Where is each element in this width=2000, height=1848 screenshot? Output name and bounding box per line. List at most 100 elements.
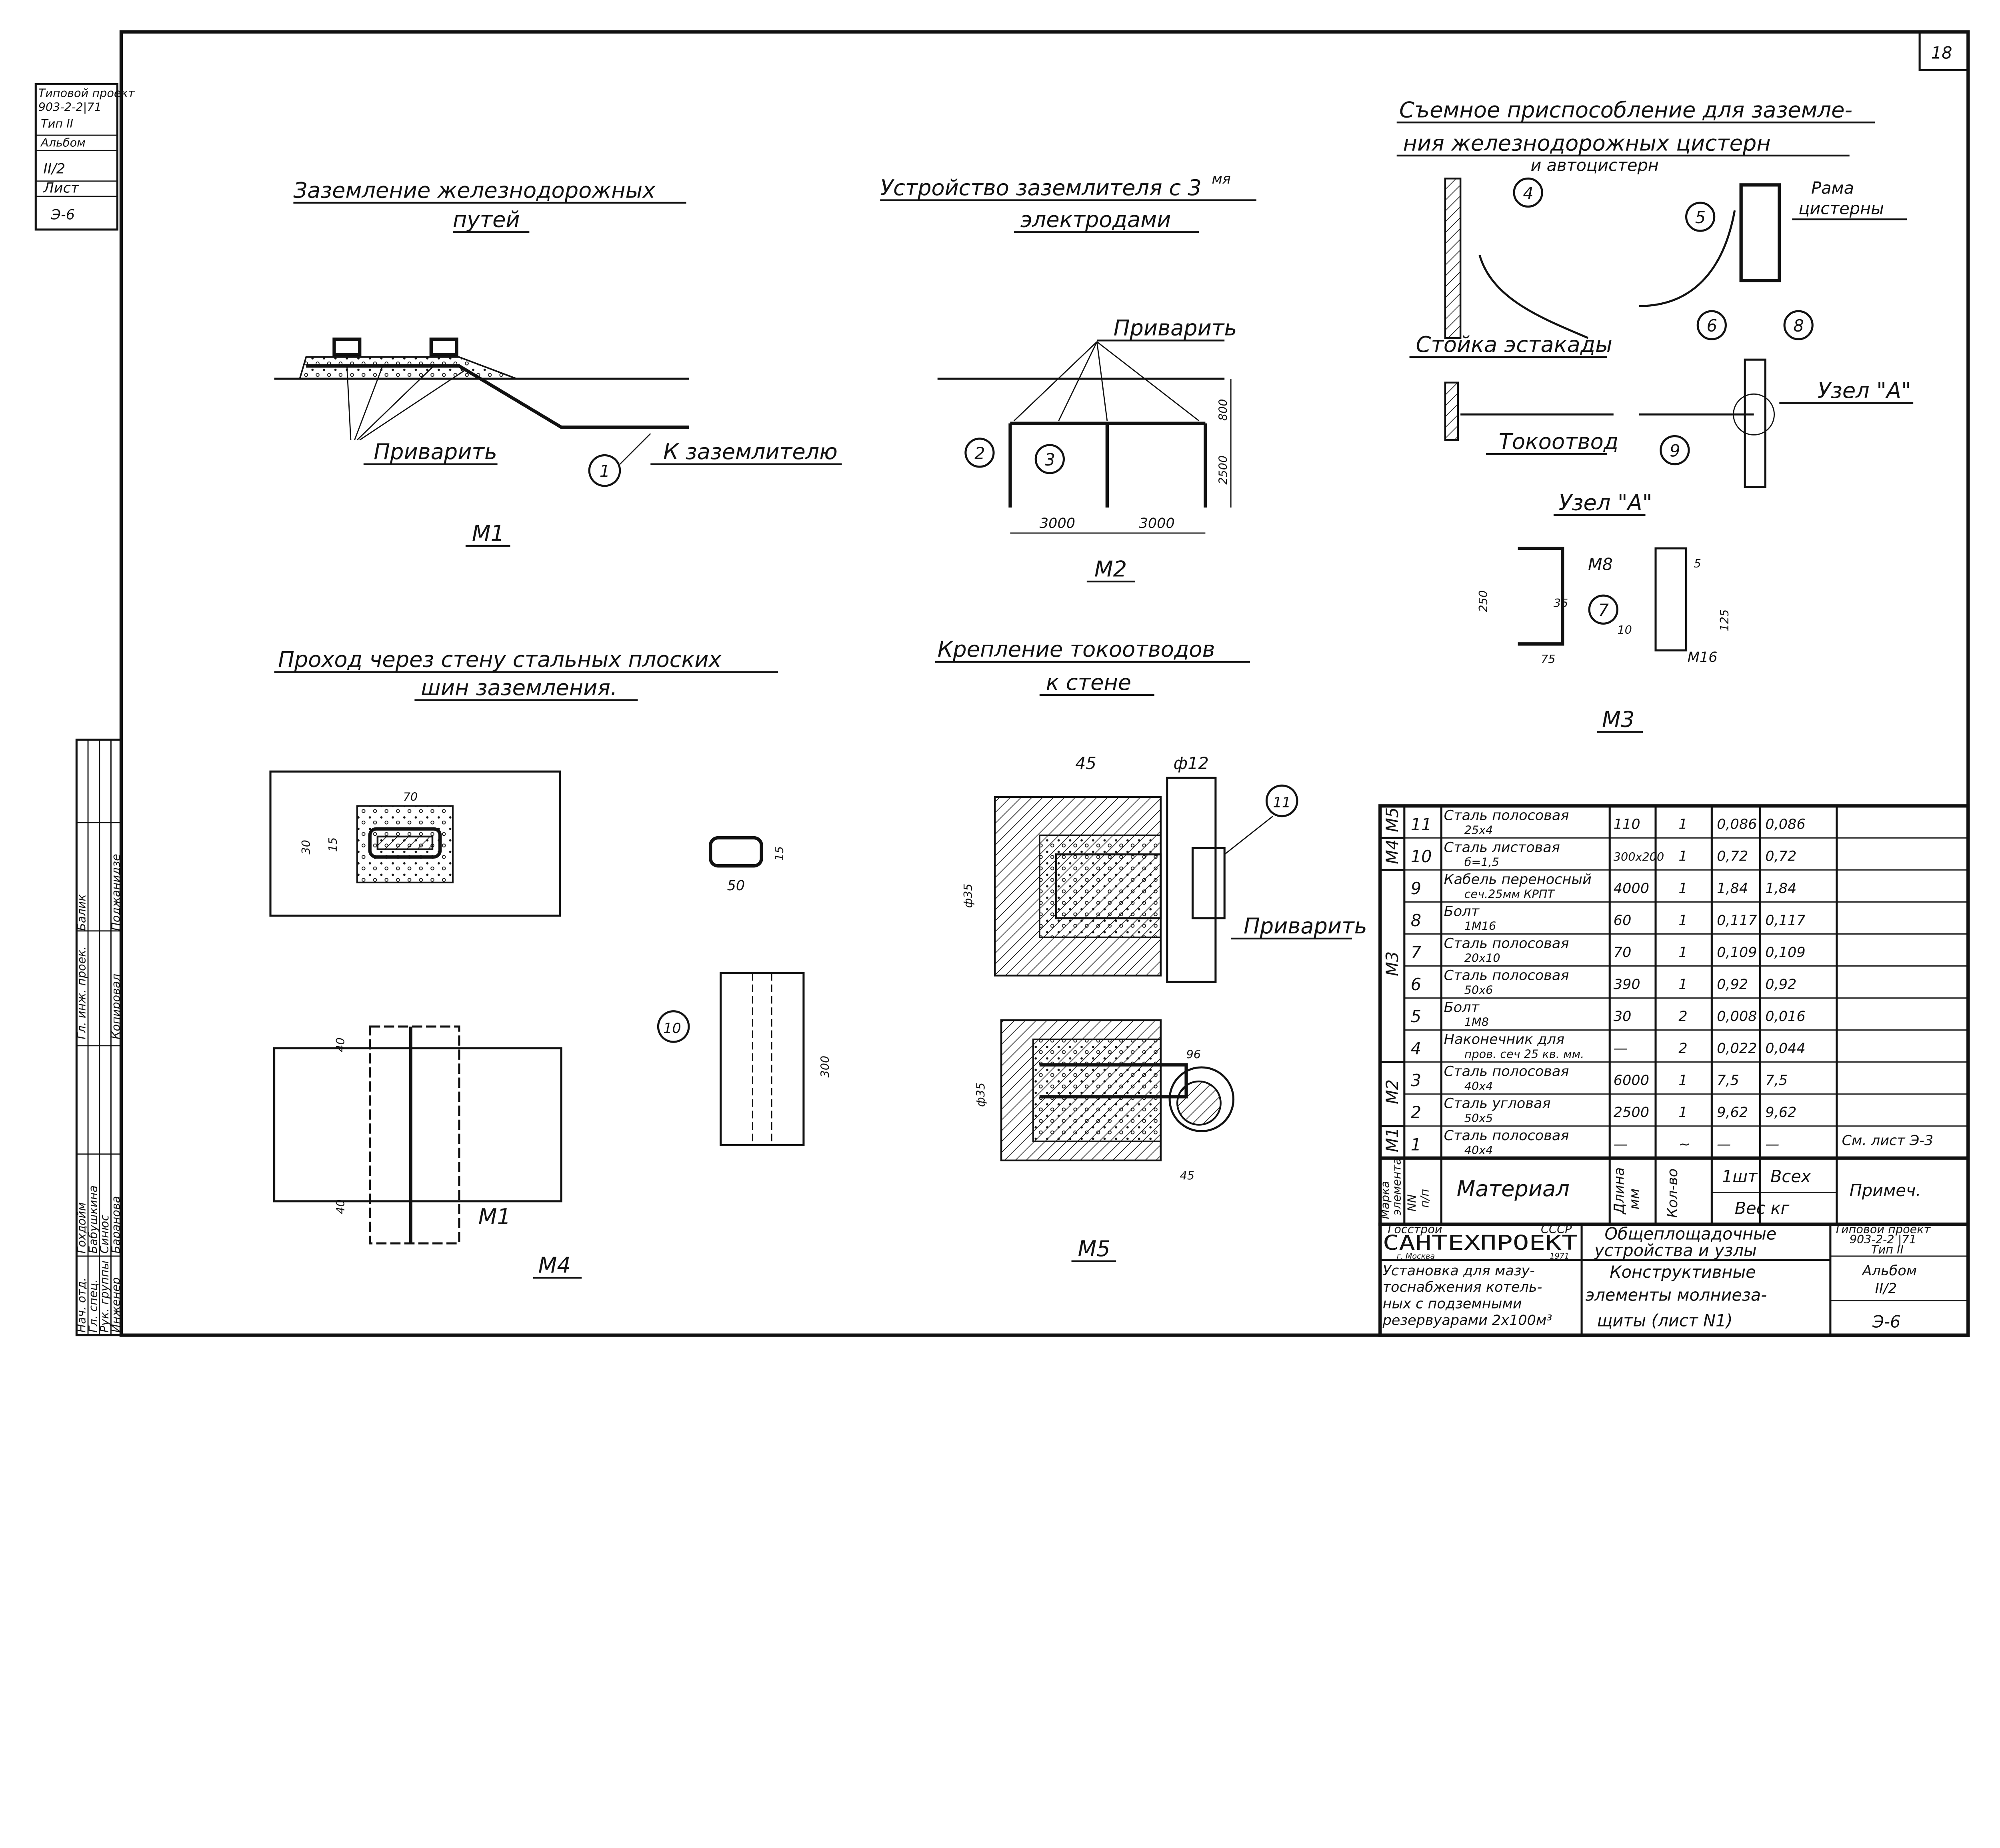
header-material: Материал bbox=[1457, 1176, 1570, 1201]
signature-strip: Нач. отд. Гохдойм Гл. спец. Бабушкина Ру… bbox=[75, 738, 123, 1337]
m5-callout-11: 11 bbox=[1273, 794, 1291, 811]
cell-length: 110 bbox=[1614, 816, 1640, 833]
cell-length: — bbox=[1614, 1136, 1628, 1153]
m4-mark: М4 bbox=[538, 1253, 571, 1278]
corner-stamp: Типовой проект 903-2-2|71 Тип II Альбом … bbox=[34, 83, 135, 231]
object-line1: Установка для мазу- bbox=[1383, 1263, 1535, 1279]
m3-lead-label: Токоотвод bbox=[1499, 429, 1618, 454]
m1-weld-label: Приварить bbox=[374, 439, 497, 464]
cell-no: 11 bbox=[1411, 815, 1432, 834]
cell-material-2: 1М8 bbox=[1464, 1015, 1489, 1029]
cell-weight-one: 0,086 bbox=[1717, 816, 1757, 833]
header-weight: Вес кг bbox=[1735, 1199, 1790, 1218]
cell-material-2: 40x4 bbox=[1464, 1143, 1493, 1157]
sheet-title-line1: Конструктивные bbox=[1610, 1263, 1756, 1282]
project-line2: 903-2-2 |71 bbox=[1850, 1233, 1916, 1246]
m2-dim-3000-b: 3000 bbox=[1139, 515, 1175, 531]
cell-qty: 1 bbox=[1678, 848, 1687, 865]
corner-album-value: II/2 bbox=[43, 161, 65, 177]
object-line3: ных с подземными bbox=[1383, 1296, 1522, 1312]
cell-material-2: сеч.25мм КРПТ bbox=[1464, 887, 1556, 901]
m4-dim-15: 15 bbox=[326, 837, 340, 852]
m1-title-line1: Заземление железнодорожных bbox=[293, 178, 656, 203]
sig-name-1: Гохдойм bbox=[75, 1202, 88, 1253]
cell-length: — bbox=[1614, 1040, 1628, 1057]
m4-title-line1: Проход через стену стальных плоских bbox=[278, 647, 722, 672]
drawing-m1-rail-grounding: Заземление железнодорожных путей Привари… bbox=[274, 178, 842, 547]
m5-mark: М5 bbox=[1078, 1236, 1110, 1261]
drawing-m3-tank-grounding: Съемное приспособление для заземле- ния … bbox=[1396, 97, 1914, 733]
cell-material-1: Сталь полосовая bbox=[1444, 935, 1569, 952]
cell-weight-one: 1,84 bbox=[1717, 880, 1748, 897]
sheet-frame bbox=[119, 30, 1970, 1337]
m3-dim-250: 250 bbox=[1476, 590, 1490, 612]
cell-material-2: б=1,5 bbox=[1464, 855, 1499, 869]
cell-weight-one: 0,117 bbox=[1717, 912, 1757, 929]
section-line1: Общеплощадочные bbox=[1604, 1224, 1776, 1243]
cell-mark: М2 bbox=[1383, 1079, 1402, 1104]
album-value: II/2 bbox=[1875, 1280, 1897, 1297]
sheet-number-box bbox=[1918, 31, 1969, 71]
section-line2: устройства и узлы bbox=[1594, 1241, 1757, 1260]
m3-title-line2: ния железнодорожных цистерн bbox=[1403, 130, 1771, 156]
m5-dim-96: 96 bbox=[1186, 1048, 1201, 1061]
cell-note: См. лист Э-3 bbox=[1842, 1133, 1934, 1149]
cell-qty: 1 bbox=[1678, 816, 1687, 833]
cell-weight-all: 0,92 bbox=[1765, 976, 1796, 993]
cell-weight-one: 0,008 bbox=[1717, 1008, 1757, 1025]
m5-weld-label: Приварить bbox=[1244, 913, 1367, 939]
header-no: NN п/п bbox=[1405, 1189, 1432, 1211]
m5-dim-45: 45 bbox=[1075, 754, 1096, 773]
cell-qty: 2 bbox=[1678, 1040, 1687, 1057]
cell-no: 7 bbox=[1411, 943, 1421, 962]
cell-material-2: 50x6 bbox=[1464, 983, 1493, 997]
cell-weight-all: 7,5 bbox=[1765, 1072, 1788, 1089]
cell-no: 8 bbox=[1411, 911, 1421, 930]
cell-material-1: Сталь полосовая bbox=[1444, 1063, 1569, 1080]
cell-qty: 1 bbox=[1678, 976, 1687, 993]
cell-mark: М3 bbox=[1383, 951, 1402, 976]
cell-material-2: 40x4 bbox=[1464, 1079, 1493, 1093]
cell-material-1: Сталь угловая bbox=[1444, 1095, 1551, 1112]
m5-title-line1: Крепление токоотводов bbox=[938, 637, 1215, 662]
org-city: г. Москва bbox=[1397, 1251, 1435, 1261]
m1-callout-1: 1 bbox=[600, 462, 610, 481]
cell-qty: 1 bbox=[1678, 1104, 1687, 1121]
m3-node-title: Узел "А" bbox=[1559, 490, 1652, 515]
m2-dim-3000-a: 3000 bbox=[1040, 515, 1075, 531]
m4-dim-300: 300 bbox=[818, 1056, 832, 1078]
album-label: Альбом bbox=[1862, 1263, 1917, 1279]
m3-callout-8: 8 bbox=[1793, 316, 1804, 336]
object-line2: тоснабжения котель- bbox=[1383, 1279, 1542, 1295]
corner-album-label: Альбом bbox=[40, 136, 86, 150]
cell-material-1: Болт bbox=[1444, 903, 1480, 919]
m3-node-label: Узел "А" bbox=[1818, 378, 1911, 403]
cell-no: 2 bbox=[1411, 1103, 1421, 1122]
m5-dim-d12: ф12 bbox=[1174, 754, 1209, 773]
org-name: САНТЕХПРОЕКТ bbox=[1383, 1231, 1578, 1255]
sig-name-3: Синюс bbox=[98, 1215, 111, 1254]
object-line4: резервуарами 2x100м³ bbox=[1382, 1312, 1552, 1329]
m5-title-line2: к стене bbox=[1046, 670, 1131, 695]
cell-weight-all: 0,016 bbox=[1765, 1008, 1805, 1025]
m4-dim-40b: 40 bbox=[334, 1199, 347, 1214]
title-block: Госстрой СССР САНТЕХПРОЕКТ г. Москва 197… bbox=[1378, 1223, 1970, 1337]
m1-mark: М1 bbox=[472, 521, 504, 546]
cell-mark: М1 bbox=[1383, 1127, 1402, 1152]
cell-no: 1 bbox=[1411, 1135, 1421, 1154]
sig-role-1: Нач. отд. bbox=[75, 1278, 88, 1333]
cell-no: 9 bbox=[1411, 879, 1421, 898]
sig-name-2: Бабушкина bbox=[86, 1185, 100, 1254]
cell-material-2: 20x10 bbox=[1464, 951, 1500, 965]
m5-dim-d35b: ф35 bbox=[974, 1083, 988, 1107]
m2-title-sup: мя bbox=[1212, 171, 1231, 187]
corner-project-label: Типовой проект bbox=[38, 86, 135, 100]
cell-length: 70 bbox=[1614, 944, 1632, 961]
cell-weight-one: 0,92 bbox=[1717, 976, 1748, 993]
